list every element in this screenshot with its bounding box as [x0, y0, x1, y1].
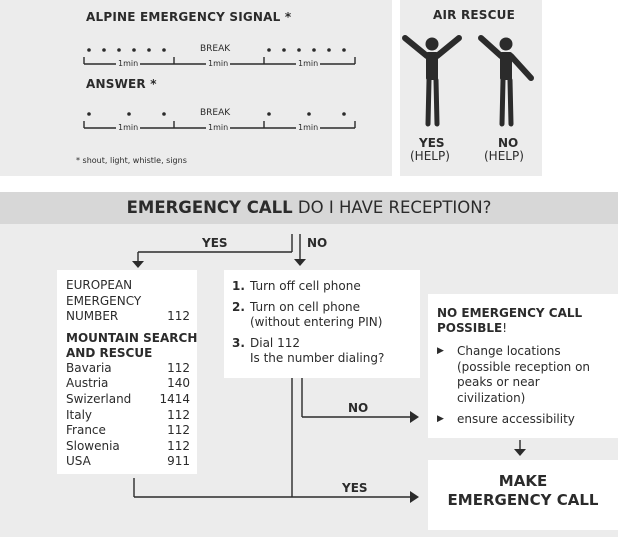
step-item: 2. Turn on cell phone(without entering P… — [232, 300, 418, 330]
country-row: Austria 140 — [66, 376, 190, 392]
flow-no-label: NO — [307, 236, 328, 250]
numbers-content: EUROPEAN EMERGENCY NUMBER 112 MOUNTAIN S… — [66, 278, 197, 470]
bullet-text: ensure accessibility — [457, 412, 575, 426]
arrow-down-icon — [294, 259, 306, 266]
emergency-header-bold: EMERGENCY CALL — [126, 198, 293, 217]
flow-no-label-2: NO — [348, 401, 369, 415]
make-call-line-1: MAKE — [498, 472, 548, 490]
step-number: 1. — [232, 279, 245, 293]
answer-title: ANSWER * — [86, 77, 157, 91]
country-number: 112 — [167, 423, 190, 438]
minute-label: 1min — [206, 123, 231, 132]
minute-label: 1min — [296, 123, 321, 132]
air-rescue-title: AIR RESCUE — [433, 8, 515, 22]
flow-yes-label: YES — [202, 236, 228, 250]
step-text: Turn on cell phone — [250, 300, 361, 314]
step-text: (without entering PIN) — [250, 315, 383, 329]
minute-label: 1min — [206, 59, 231, 68]
mountain-title-1: MOUNTAIN SEARCH — [66, 330, 198, 345]
step-text: Is the number dialing? — [250, 351, 385, 365]
mountain-title-2: AND RESCUE — [66, 345, 153, 360]
eu-line-3: NUMBER — [66, 309, 119, 324]
flow-yes-label-2: YES — [342, 481, 368, 495]
signal-footnote: * shout, light, whistle, signs — [76, 156, 187, 165]
no-call-title-1: NO EMERGENCY CALL — [437, 306, 583, 320]
signal-panel — [0, 0, 392, 176]
bullet-text: Change locations — [457, 344, 561, 358]
eu-line-1: EUROPEAN — [66, 278, 133, 292]
country-name: Austria — [66, 376, 109, 391]
emergency-header: EMERGENCY CALL DO I HAVE RECEPTION? — [0, 198, 618, 217]
country-number: 140 — [167, 376, 190, 391]
bullet-text: peaks or near — [457, 375, 540, 389]
numbers-box — [57, 270, 197, 474]
no-call-title-2: POSSIBLE — [437, 321, 503, 335]
yes-figure-icon — [402, 35, 462, 127]
bullet-triangle-icon: ▶ — [437, 414, 444, 424]
eu-number: 112 — [167, 309, 190, 324]
yes-help-sub: (HELP) — [410, 149, 450, 163]
steps-content: 1. Turn off cell phone 2. Turn on cell p… — [232, 279, 418, 366]
bullet-text: civilization) — [457, 390, 526, 405]
step-text: Dial 112 — [250, 336, 300, 350]
country-row: Slowenia 112 — [66, 439, 190, 455]
country-name: Swizerland — [66, 391, 132, 406]
country-name: Italy — [66, 407, 93, 422]
emergency-header-question: DO I HAVE RECEPTION? — [297, 198, 492, 217]
country-row: Italy 112 — [66, 408, 190, 424]
country-name: Bavaria — [66, 360, 112, 375]
country-name: USA — [66, 454, 91, 469]
country-row: France 112 — [66, 423, 190, 439]
arrow-down-icon — [132, 261, 144, 268]
step-number: 3. — [232, 336, 245, 350]
break-label: BREAK — [200, 44, 231, 54]
country-number: 1414 — [159, 391, 190, 406]
eu-number-row: NUMBER 112 — [66, 309, 190, 325]
minute-label: 1min — [116, 59, 141, 68]
arrow-down-icon — [514, 449, 526, 456]
arrow-right-icon — [410, 411, 419, 423]
eu-line-2: EMERGENCY — [66, 293, 142, 308]
step-number: 2. — [232, 300, 245, 314]
air-rescue-panel — [400, 0, 542, 176]
no-call-bullet: ▶ ensure accessibility — [437, 412, 615, 428]
minute-label: 1min — [116, 123, 141, 132]
no-call-box — [428, 294, 618, 438]
country-number: 112 — [167, 360, 190, 375]
step-text: Turn off cell phone — [250, 279, 361, 293]
no-help-sub: (HELP) — [484, 149, 524, 163]
make-call-box — [428, 460, 618, 530]
country-number: 911 — [167, 454, 190, 469]
yes-help-label: YES — [419, 136, 445, 150]
country-row: Bavaria 112 — [66, 361, 190, 377]
step-item: 1. Turn off cell phone — [232, 279, 418, 294]
country-name: Slowenia — [66, 438, 120, 453]
alpine-signal-title: ALPINE EMERGENCY SIGNAL * — [86, 10, 292, 24]
no-call-excl: ! — [502, 321, 508, 335]
bullet-text: (possible reception on — [457, 359, 591, 374]
break-label: BREAK — [200, 108, 231, 118]
country-row: USA 911 — [66, 454, 190, 470]
no-help-label: NO — [498, 136, 519, 150]
bullet-triangle-icon: ▶ — [437, 346, 444, 356]
no-figure-icon — [478, 35, 534, 127]
emergency-header-bar — [0, 192, 618, 224]
country-name: France — [66, 423, 106, 438]
make-call-line-2: EMERGENCY CALL — [447, 491, 599, 509]
make-call-label: MAKE EMERGENCY CALL — [428, 472, 618, 510]
country-row: Swizerland 1414 — [66, 392, 190, 408]
steps-box — [224, 270, 420, 378]
country-number: 112 — [167, 438, 190, 453]
minute-label: 1min — [296, 59, 321, 68]
country-number: 112 — [167, 407, 190, 422]
arrow-right-icon — [410, 491, 419, 503]
no-call-bullet: ▶ Change locations (possible reception o… — [437, 344, 615, 406]
no-call-content: NO EMERGENCY CALL POSSIBLE! ▶ Change loc… — [437, 306, 615, 428]
